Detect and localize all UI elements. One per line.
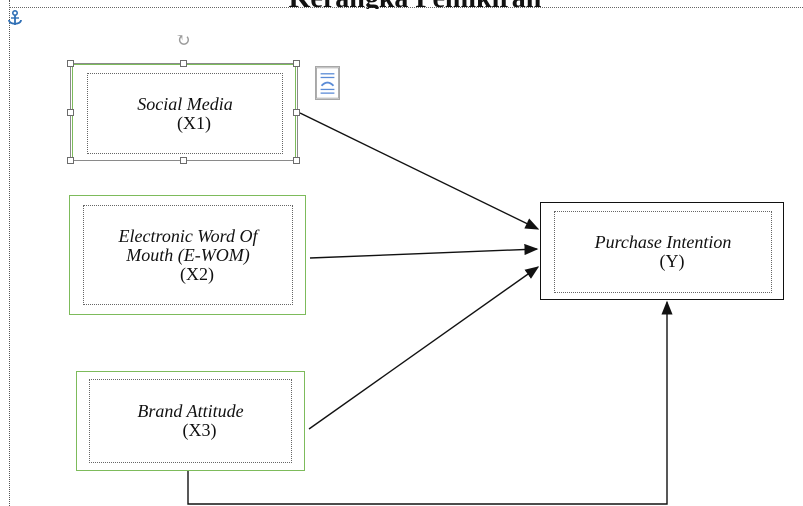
page-heading-fragment: Kerangka Pemikiran	[250, 0, 580, 9]
brand-attitude-name: Brand Attitude	[137, 401, 244, 421]
brand-attitude-label: Brand Attitude (X3)	[137, 402, 243, 440]
ewom-text-frame: Electronic Word Of Mouth (E-WOM) (X2)	[83, 205, 293, 305]
brand-attitude-text-frame: Brand Attitude (X3)	[89, 379, 292, 463]
ewom-name-line-1: Electronic Word Of	[118, 225, 258, 246]
resize-handle-middle-right[interactable]	[293, 109, 300, 116]
edge-x3-to-y	[308, 266, 540, 430]
resize-handle-bottom-left[interactable]	[67, 157, 74, 164]
edge-x3-to-y-bottom-connector	[187, 300, 673, 505]
anchor-icon[interactable]	[7, 10, 23, 28]
purchase-intention-box[interactable]: Purchase Intention (Y)	[540, 202, 784, 300]
resize-handle-top-middle[interactable]	[180, 60, 187, 67]
social-media-name: Social Media	[137, 93, 233, 114]
resize-handle-bottom-middle[interactable]	[180, 157, 187, 164]
ewom-name-line-2: Mouth (E-WOM)	[126, 244, 250, 265]
ewom-code: (X2)	[179, 263, 214, 284]
brand-attitude-code: (X3)	[182, 420, 217, 440]
ewom-box[interactable]: Electronic Word Of Mouth (E-WOM) (X2)	[69, 195, 306, 315]
social-media-code: (X1)	[176, 112, 211, 133]
brand-attitude-box[interactable]: Brand Attitude (X3)	[76, 371, 305, 471]
edge-x2-to-y	[309, 243, 539, 259]
purchase-intention-label: Purchase Intention (Y)	[595, 233, 732, 271]
resize-handle-top-right[interactable]	[293, 60, 300, 67]
top-margin-guide	[9, 7, 803, 8]
heading-text: Kerangka Pemikiran	[289, 0, 542, 9]
resize-handle-bottom-right[interactable]	[293, 157, 300, 164]
social-media-text-frame: Social Media (X1)	[87, 73, 283, 154]
purchase-intention-name: Purchase Intention	[594, 232, 732, 252]
purchase-intention-text-frame: Purchase Intention (Y)	[554, 211, 772, 293]
resize-handle-top-left[interactable]	[67, 60, 74, 67]
resize-handle-middle-left[interactable]	[67, 109, 74, 116]
edge-x1-to-y	[299, 112, 540, 230]
purchase-intention-code: (Y)	[659, 251, 685, 271]
left-margin-guide	[9, 0, 10, 506]
social-media-box[interactable]: Social Media (X1)	[72, 64, 296, 161]
ewom-label: Electronic Word Of Mouth (E-WOM) (X2)	[118, 225, 258, 284]
layout-options-icon[interactable]	[315, 66, 340, 100]
rotate-icon[interactable]: ↻	[175, 30, 191, 50]
social-media-label: Social Media (X1)	[137, 93, 233, 133]
